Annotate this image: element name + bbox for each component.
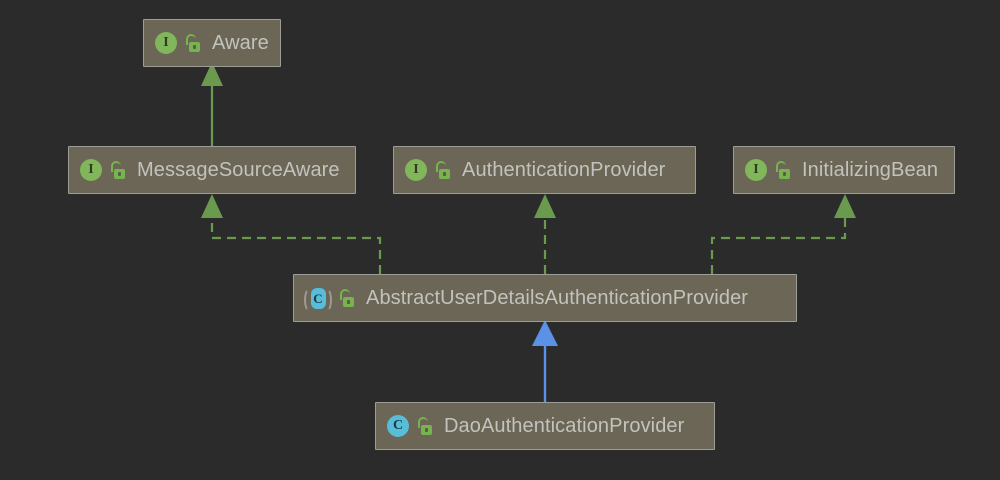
node-initializing-bean[interactable]: InitializingBean (733, 146, 955, 194)
node-label: AuthenticationProvider (462, 159, 666, 181)
node-dao-authentication-provider[interactable]: DaoAuthenticationProvider (375, 402, 715, 450)
node-label: MessageSourceAware (137, 159, 340, 181)
edge-dao-provider-to-abstract-provider (532, 320, 558, 402)
public-unlocked-padlock-icon (776, 161, 791, 179)
edge-abstract-provider-to-authentication-provider (534, 194, 556, 274)
node-aware[interactable]: Aware (143, 19, 281, 67)
edge-abstract-provider-to-initializing-bean (710, 194, 856, 274)
node-authentication-provider[interactable]: AuthenticationProvider (393, 146, 696, 194)
interface-i-icon (405, 159, 427, 181)
node-label: Aware (212, 32, 269, 54)
edge-message-source-aware-to-aware (201, 62, 223, 146)
node-label: InitializingBean (802, 159, 939, 181)
public-unlocked-padlock-icon (186, 34, 201, 52)
interface-i-icon (155, 32, 177, 54)
node-abstract-user-details-authentication-provider[interactable]: AbstractUserDetailsAuthenticationProvide… (293, 274, 797, 322)
node-label: DaoAuthenticationProvider (444, 415, 685, 437)
public-unlocked-padlock-icon (340, 289, 355, 307)
public-unlocked-padlock-icon (111, 161, 126, 179)
interface-i-icon (745, 159, 767, 181)
interface-i-icon (80, 159, 102, 181)
node-message-source-aware[interactable]: MessageSourceAware (68, 146, 356, 194)
public-unlocked-padlock-icon (418, 417, 433, 435)
abstract-class-c-icon (304, 287, 332, 312)
node-label: AbstractUserDetailsAuthenticationProvide… (366, 287, 749, 309)
public-unlocked-padlock-icon (436, 161, 451, 179)
class-c-icon (387, 415, 409, 437)
edge-abstract-provider-to-message-source-aware (201, 194, 382, 274)
